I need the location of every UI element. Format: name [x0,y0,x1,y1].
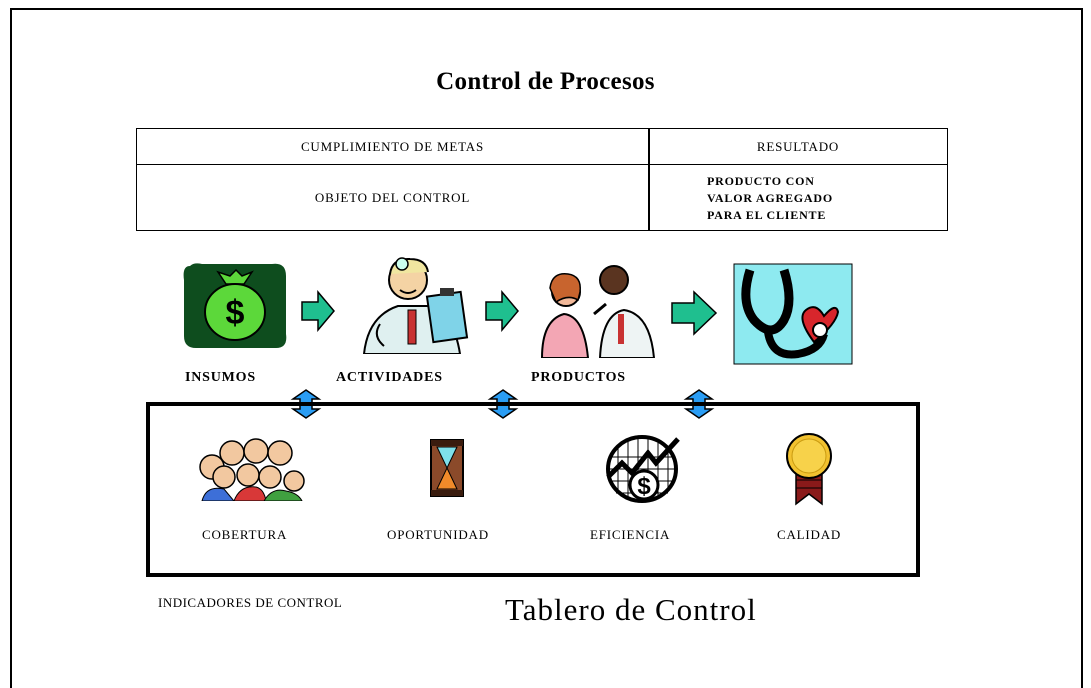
green-arrow-icon-2 [485,290,519,332]
crowd-icon [199,438,305,501]
indicadores-de-control-label: INDICADORES DE CONTROL [158,595,343,610]
stethoscope-heart-icon [733,263,853,365]
objeto-cell: OBJETO DEL CONTROL [314,190,471,205]
svg-text:$: $ [226,294,245,332]
cumplimiento-cell: CUMPLIMIENTO DE METAS [300,138,485,154]
indicator-label-calidad: CALIDAD [777,527,842,542]
doctor-clipboard-icon [362,257,469,354]
header-table: CUMPLIMIENTO DE METAS RESULTADO OBJETO D… [136,128,948,231]
slide-frame [10,8,1083,688]
award-ribbon-icon [786,433,832,506]
green-arrow-icon-3 [671,290,718,336]
money-bag-icon: $ [183,263,287,348]
hourglass-icon [430,439,464,497]
indicator-label-oportunidad: OPORTUNIDAD [387,527,489,542]
page-title: Control de Procesos [436,68,655,95]
process-label-actividades: ACTIVIDADES [336,370,443,385]
process-label-productos: PRODUCTOS [531,370,626,385]
producto-line-1: PRODUCTO CON [707,173,815,188]
producto-cell: PRODUCTO CON VALOR AGREGADO PARA EL CLIE… [707,167,937,229]
svg-text:$: $ [637,473,651,500]
tablero-de-control-title: Tablero de Control [505,592,757,627]
green-arrow-icon-1 [301,290,335,332]
process-label-insumos: INSUMOS [185,370,256,385]
header-column-divider [648,129,650,230]
indicator-label-cobertura: COBERTURA [202,527,288,542]
dashboard-box [146,402,920,577]
vaccination-icon [540,265,656,358]
resultado-cell: RESULTADO [756,138,840,154]
indicator-label-eficiencia: EFICIENCIA [590,527,671,542]
growth-dollar-icon: $ [606,435,680,503]
producto-line-3: PARA EL CLIENTE [707,207,827,222]
header-row-divider [137,129,947,165]
producto-line-2: VALOR AGREGADO [707,190,833,205]
